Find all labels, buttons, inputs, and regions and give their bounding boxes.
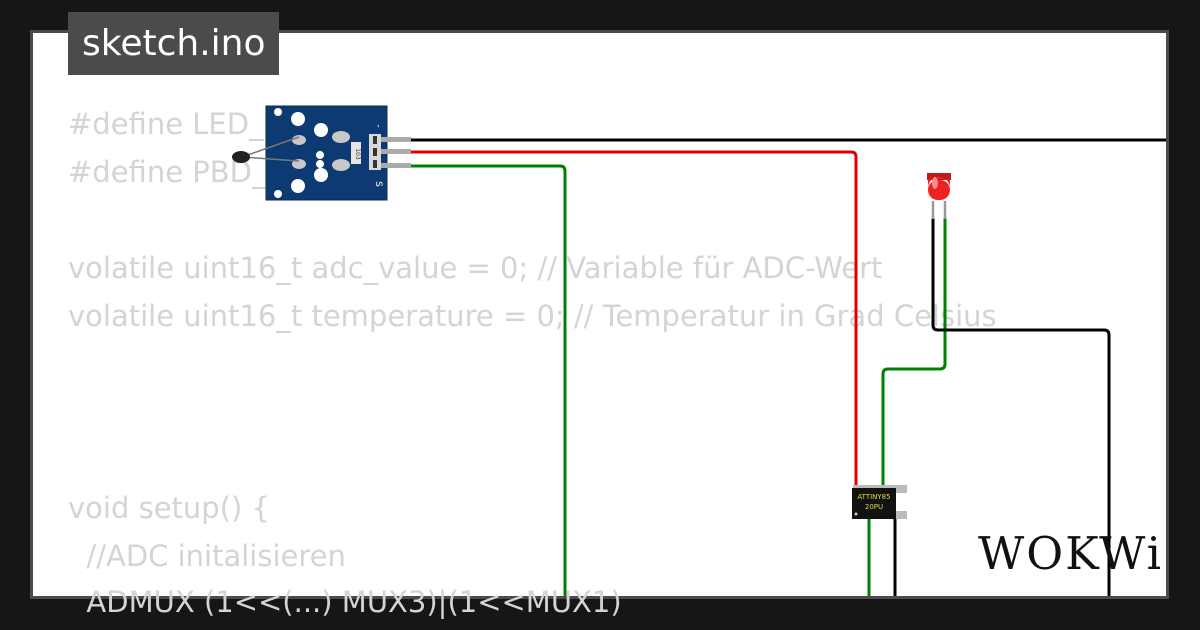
code-line: #define LED_ <box>68 107 264 141</box>
wokwi-logo: WOKWi <box>978 527 1164 580</box>
attiny85-chip[interactable]: ATTINY85 20PU <box>852 485 907 519</box>
circuit-diagram: 103 - S ATTINY85 <box>232 105 1166 596</box>
pin-minus-label: - <box>373 124 383 127</box>
chip-label-line2: 20PU <box>865 503 883 511</box>
chip-label-line1: ATTINY85 <box>857 493 890 501</box>
wire-black-led[interactable] <box>931 218 1111 596</box>
wire-green-signal[interactable] <box>401 164 567 596</box>
code-editor-preview: #define LED_ #define PBD_ volatile uint1… <box>68 33 1168 619</box>
code-line: ADMUX (1<<(...) MUX3)|(1<<MUX1) <box>68 585 622 619</box>
temperature-sensor-module[interactable]: 103 - S <box>232 105 411 201</box>
red-led[interactable] <box>927 173 951 219</box>
wire-green-led[interactable] <box>881 218 947 488</box>
simulation-canvas[interactable]: #define LED_ #define PBD_ volatile uint1… <box>30 30 1169 619</box>
code-line: volatile uint16_t temperature = 0; // Te… <box>68 299 997 333</box>
pin-signal-label: S <box>373 181 383 187</box>
wire-red-vcc[interactable] <box>401 150 858 488</box>
code-line: //ADC initalisieren <box>68 539 346 573</box>
code-line: #define PBD_ <box>68 155 267 189</box>
code-line: volatile uint16_t adc_value = 0; // Vari… <box>68 251 883 285</box>
sketch-title-tab[interactable]: sketch.ino <box>68 12 280 75</box>
resistor-label: 103 <box>354 148 361 160</box>
code-line: void setup() { <box>68 491 270 525</box>
